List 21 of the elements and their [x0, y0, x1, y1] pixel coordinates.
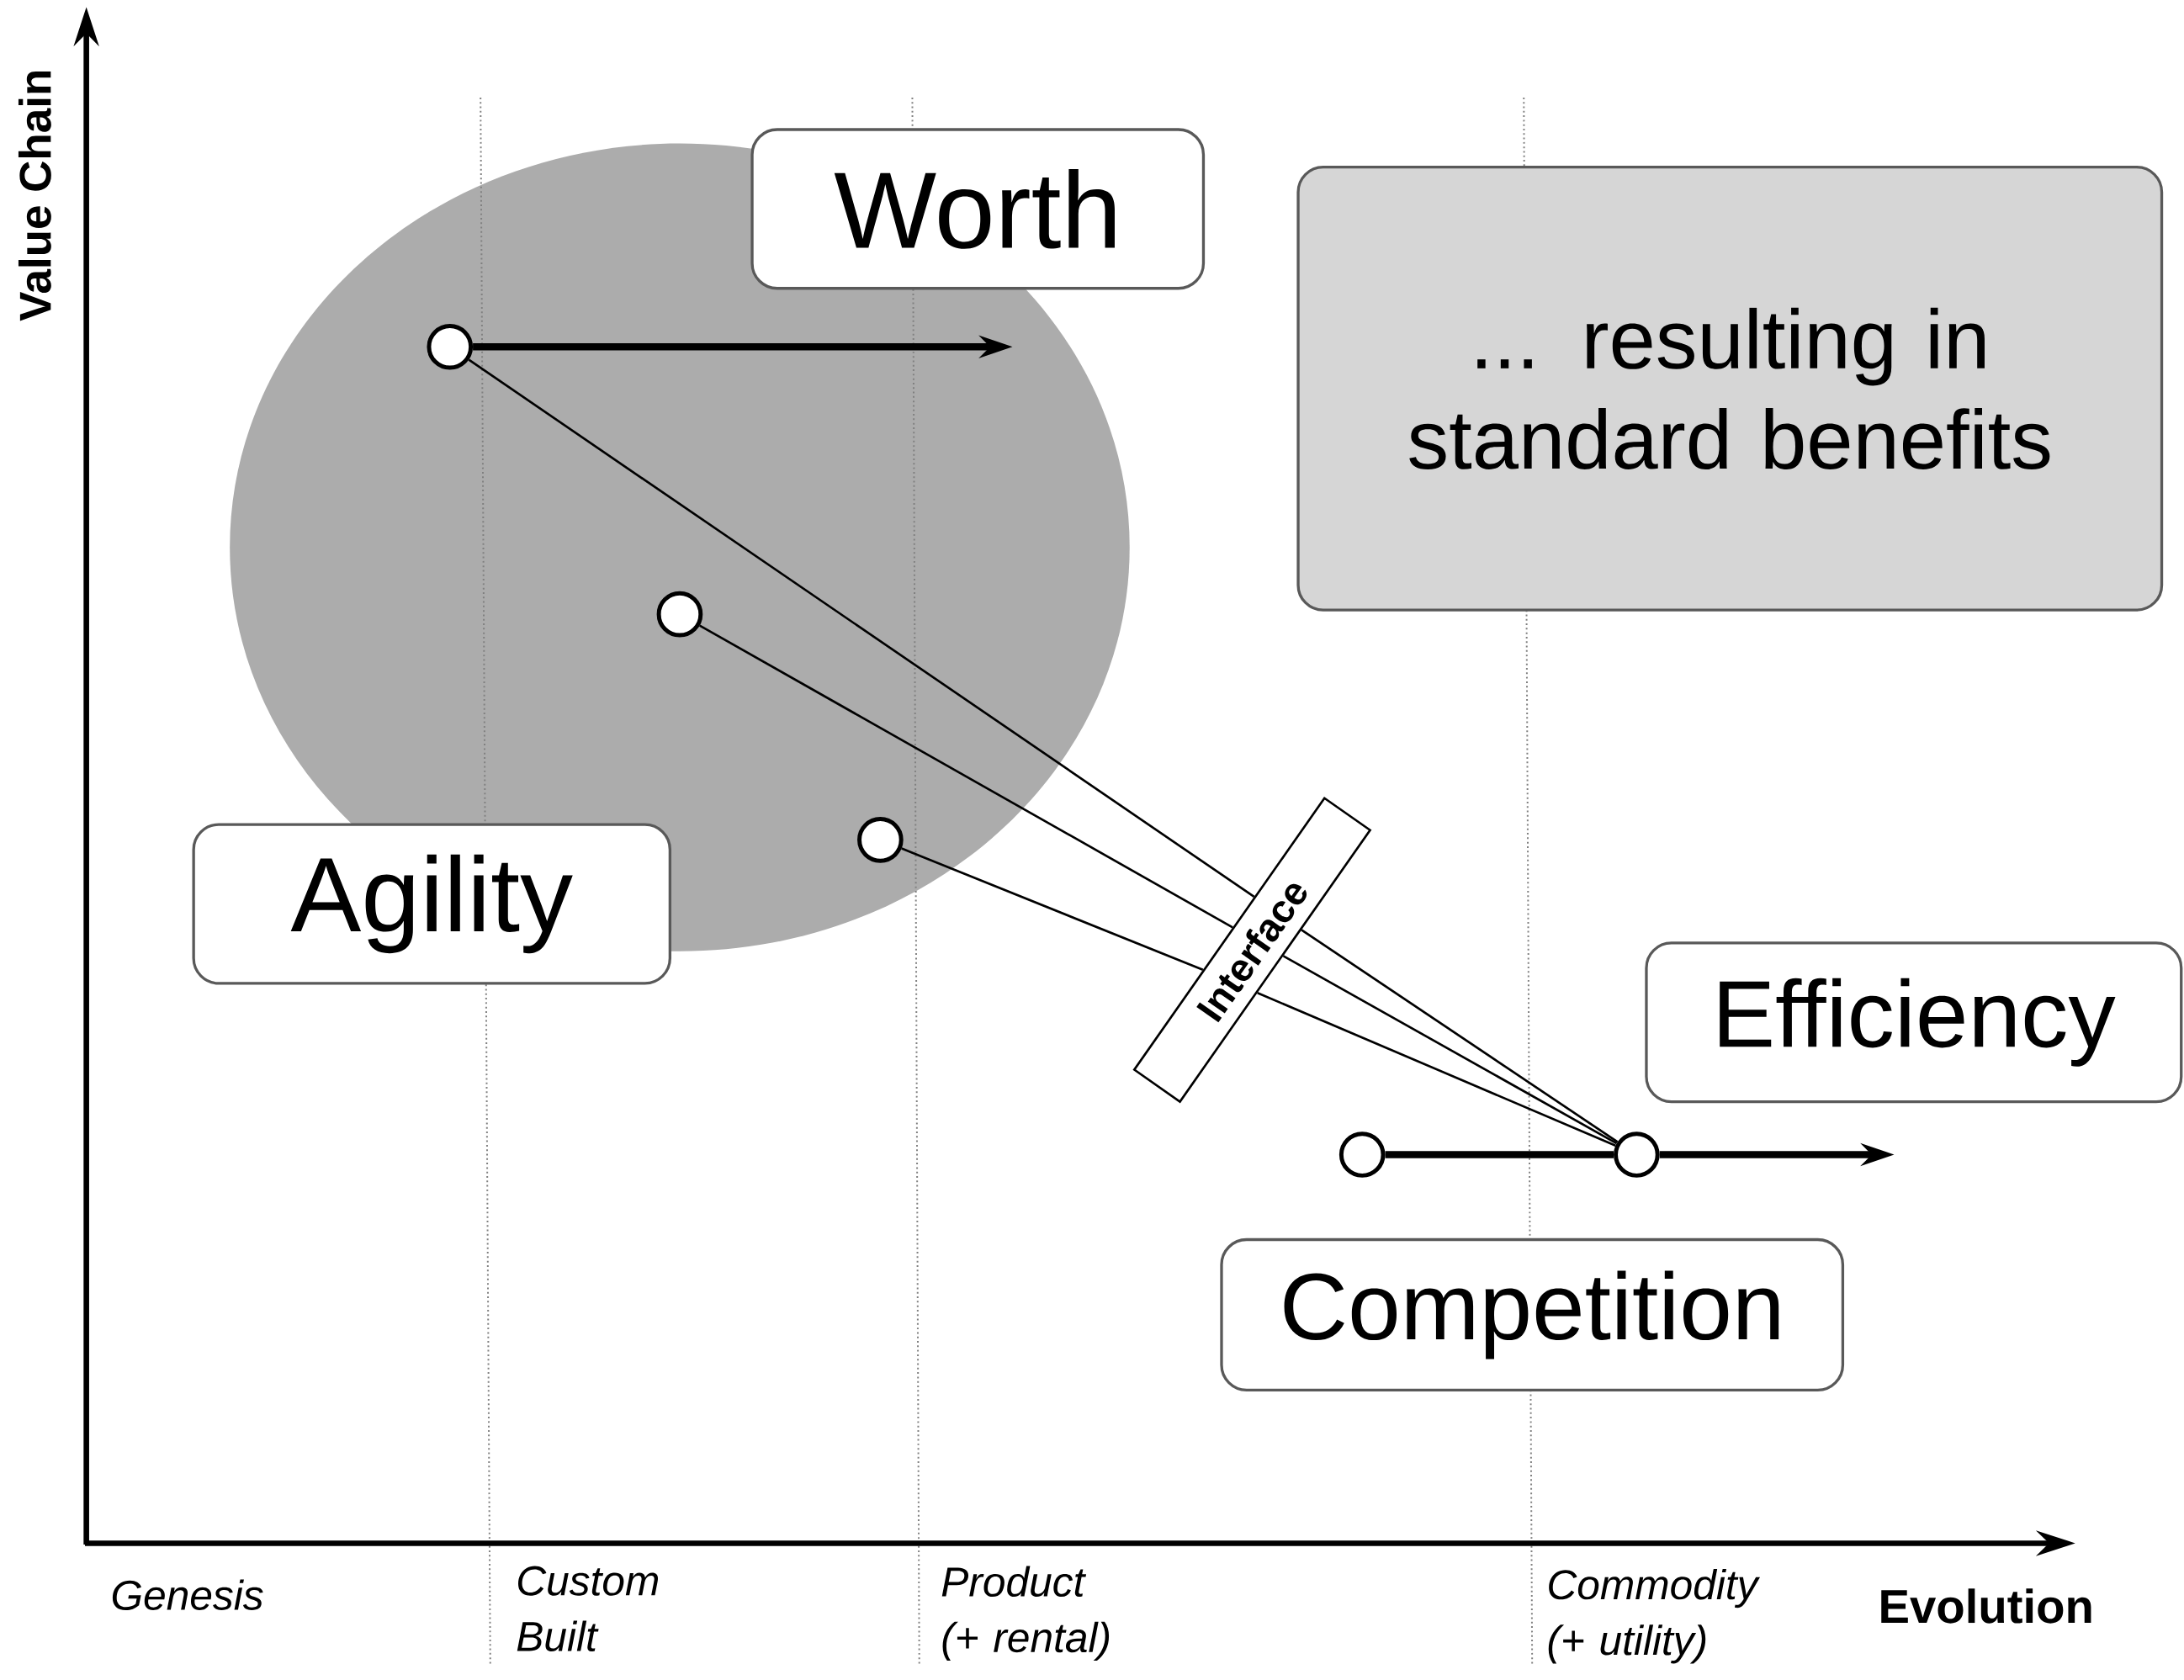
stage-label: Genesis [112, 1579, 263, 1611]
connector [1385, 1151, 1614, 1158]
axis-label: Value Chain [18, 72, 51, 321]
connector [1257, 992, 1616, 1147]
axis-label: Evolution [1881, 1588, 2091, 1624]
text-box: Competition [1220, 1238, 1845, 1392]
stage-label: Custom Built [517, 1566, 659, 1652]
text-box: Agility [192, 823, 672, 985]
stage-label: Product (+ rental) [941, 1566, 1110, 1661]
point-marker [656, 591, 703, 638]
connector [699, 624, 1233, 929]
text-box: Efficiency [1645, 941, 2183, 1104]
connector [468, 358, 1255, 898]
connector [1282, 955, 1618, 1145]
connector [901, 847, 1204, 972]
text-box: Worth [750, 128, 1206, 290]
point-marker [1614, 1131, 1660, 1178]
stage-label: Commodity (+ utility) [1548, 1569, 1760, 1664]
point-marker [1338, 1131, 1386, 1178]
connector [1301, 929, 1619, 1143]
text-box: ... resulting in standard benefits [1296, 166, 2164, 612]
